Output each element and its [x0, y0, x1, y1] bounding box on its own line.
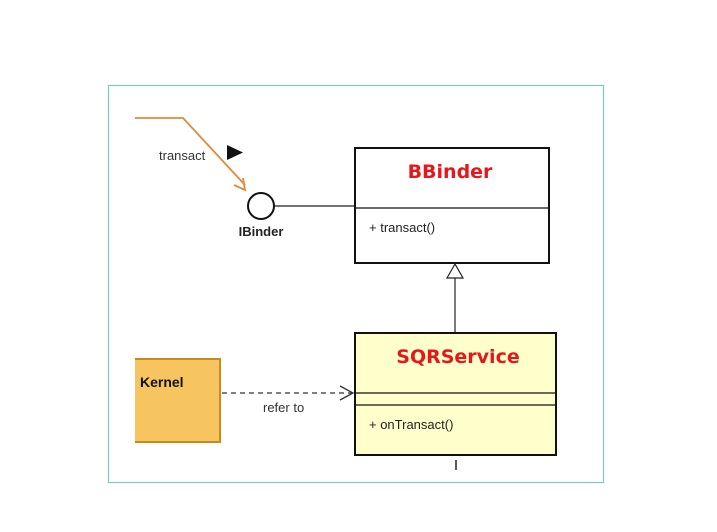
- kernel-box: [135, 358, 221, 443]
- bbinder-title: BBinder: [408, 161, 493, 183]
- sqrservice-box: [354, 332, 557, 456]
- kernel-title: Kernel: [140, 374, 184, 390]
- sqrservice-operation: + onTransact(): [369, 417, 453, 432]
- bbinder-class[interactable]: BBinder + transact(): [354, 147, 550, 264]
- dependency-arrowhead: [339, 385, 355, 401]
- direction-arrow-icon: [227, 145, 243, 160]
- inheritance-triangle-icon: [445, 262, 465, 279]
- transact-call-line: [135, 117, 246, 186]
- transact-call-arrowhead: [233, 177, 247, 192]
- sqrservice-title: SQRService: [396, 346, 519, 368]
- kernel-component[interactable]: [120, 358, 221, 443]
- bbinder-operation: + transact(): [369, 220, 435, 235]
- interface-circle-icon: [247, 192, 275, 220]
- interface-name: IBinder: [239, 224, 284, 239]
- dependency-label: refer to: [263, 400, 304, 415]
- transact-label: transact: [159, 148, 206, 163]
- bbinder-box: [354, 147, 550, 264]
- sqrservice-class[interactable]: SQRService + onTransact(): [354, 332, 557, 456]
